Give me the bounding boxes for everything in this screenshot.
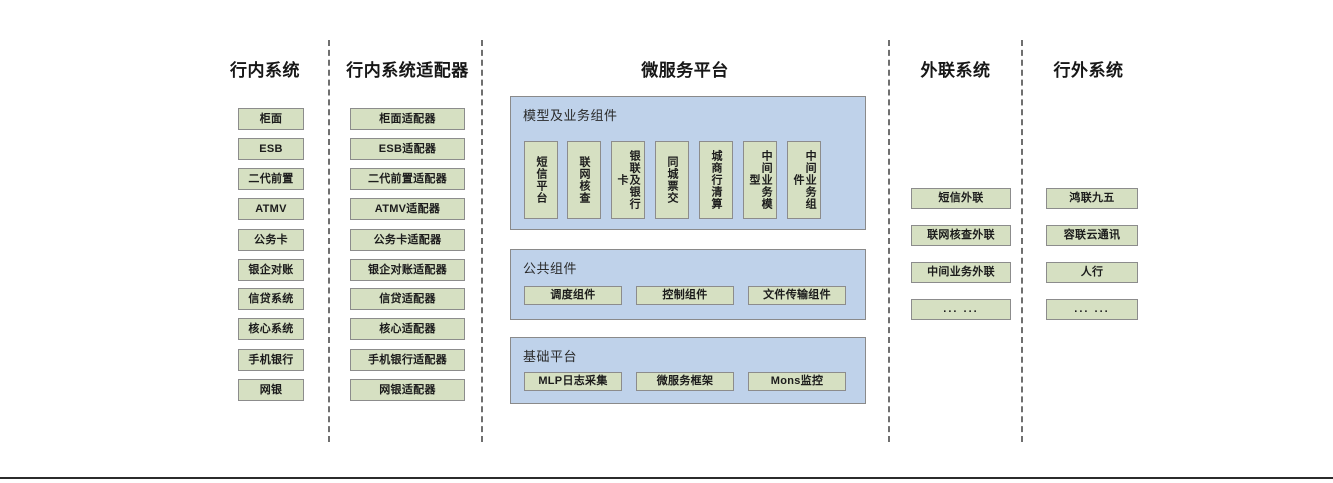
node-inhouse-adapter-9[interactable]: 网银适配器 — [350, 379, 465, 401]
node-model-business-2[interactable]: 银联及银行卡 — [611, 141, 645, 219]
node-model-business-5[interactable]: 中间业务模型 — [743, 141, 777, 219]
node-inhouse-adapter-4[interactable]: 公务卡适配器 — [350, 229, 465, 251]
node-public-components-0[interactable]: 调度组件 — [524, 286, 622, 305]
bottom-separator-rule — [0, 477, 1333, 479]
node-external-link-0[interactable]: 短信外联 — [911, 188, 1011, 209]
panel-title-public-components: 公共组件 — [523, 261, 578, 276]
node-model-business-3[interactable]: 同城票交 — [655, 141, 689, 219]
panel-public-components: 公共组件 — [510, 249, 866, 320]
node-inhouse-adapter-3[interactable]: ATMV适配器 — [350, 198, 465, 220]
column-title-inhouse-adapter: 行内系统适配器 — [346, 61, 469, 80]
node-inhouse-8[interactable]: 手机银行 — [238, 349, 304, 371]
panel-title-base-platform: 基础平台 — [523, 349, 578, 364]
node-inhouse-6[interactable]: 信贷系统 — [238, 288, 304, 310]
node-inhouse-adapter-8[interactable]: 手机银行适配器 — [350, 349, 465, 371]
node-public-components-2[interactable]: 文件传输组件 — [748, 286, 846, 305]
node-model-business-6[interactable]: 中间业务组件 — [787, 141, 821, 219]
node-external-link-3[interactable]: ... ... — [911, 299, 1011, 320]
node-inhouse-1[interactable]: ESB — [238, 138, 304, 160]
column-divider-4 — [1021, 40, 1023, 442]
column-divider-3 — [888, 40, 890, 442]
node-inhouse-9[interactable]: 网银 — [238, 379, 304, 401]
node-inhouse-0[interactable]: 柜面 — [238, 108, 304, 130]
node-inhouse-adapter-0[interactable]: 柜面适配器 — [350, 108, 465, 130]
column-title-inhouse: 行内系统 — [230, 61, 300, 80]
node-public-components-1[interactable]: 控制组件 — [636, 286, 734, 305]
node-outside-bank-0[interactable]: 鸿联九五 — [1046, 188, 1138, 209]
node-inhouse-5[interactable]: 银企对账 — [238, 259, 304, 281]
node-base-platform-0[interactable]: MLP日志采集 — [524, 372, 622, 391]
node-inhouse-adapter-7[interactable]: 核心适配器 — [350, 318, 465, 340]
node-external-link-1[interactable]: 联网核查外联 — [911, 225, 1011, 246]
node-outside-bank-3[interactable]: ... ... — [1046, 299, 1138, 320]
node-external-link-2[interactable]: 中间业务外联 — [911, 262, 1011, 283]
node-inhouse-4[interactable]: 公务卡 — [238, 229, 304, 251]
node-inhouse-adapter-1[interactable]: ESB适配器 — [350, 138, 465, 160]
node-base-platform-1[interactable]: 微服务框架 — [636, 372, 734, 391]
node-model-business-1[interactable]: 联网核查 — [567, 141, 601, 219]
column-title-external-link: 外联系统 — [920, 61, 991, 80]
node-inhouse-3[interactable]: ATMV — [238, 198, 304, 220]
node-inhouse-adapter-6[interactable]: 信贷适配器 — [350, 288, 465, 310]
node-inhouse-7[interactable]: 核心系统 — [238, 318, 304, 340]
node-inhouse-adapter-5[interactable]: 银企对账适配器 — [350, 259, 465, 281]
panel-base-platform: 基础平台 — [510, 337, 866, 404]
node-outside-bank-1[interactable]: 容联云通讯 — [1046, 225, 1138, 246]
node-inhouse-adapter-2[interactable]: 二代前置适配器 — [350, 168, 465, 190]
column-title-microservice: 微服务平台 — [641, 61, 729, 80]
column-divider-2 — [481, 40, 483, 442]
column-title-outside-bank: 行外系统 — [1053, 61, 1124, 80]
node-inhouse-2[interactable]: 二代前置 — [238, 168, 304, 190]
panel-title-model-business: 模型及业务组件 — [523, 108, 618, 123]
node-model-business-4[interactable]: 城商行清算 — [699, 141, 733, 219]
column-divider-1 — [328, 40, 330, 442]
node-base-platform-2[interactable]: Mons监控 — [748, 372, 846, 391]
node-outside-bank-2[interactable]: 人行 — [1046, 262, 1138, 283]
node-model-business-0[interactable]: 短信平台 — [524, 141, 558, 219]
